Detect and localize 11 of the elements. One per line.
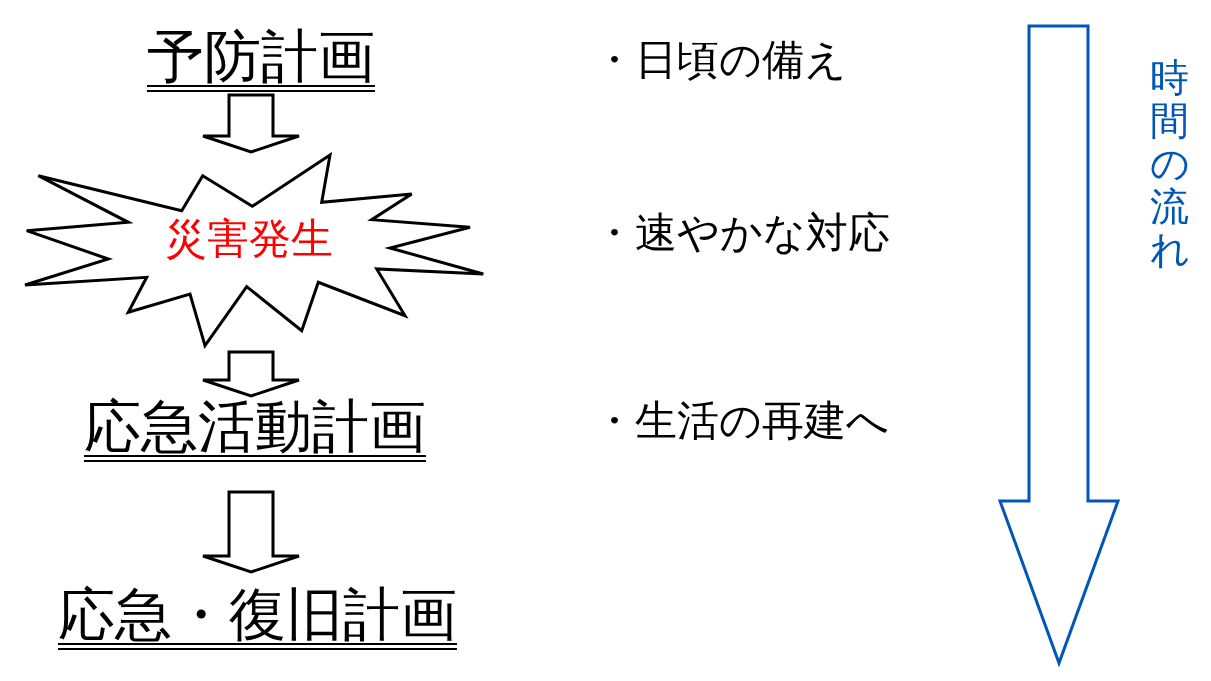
vertical-label: 時間の流れ [1150,57,1189,272]
block-arrow [201,350,301,398]
block-arrow [201,490,301,574]
underlined-heading: 応急・復旧計画 [58,586,457,650]
underlined-heading: 応急活動計画 [84,398,426,462]
block-arrow [201,93,301,154]
bullet-text: ・速やかな対応 [593,210,890,256]
bullet-text: ・生活の再建へ [593,398,889,444]
underlined-heading: 予防計画 [147,28,375,92]
bullet-text: ・日頃の備え [593,37,847,83]
event-label: 災害発生 [165,216,333,262]
